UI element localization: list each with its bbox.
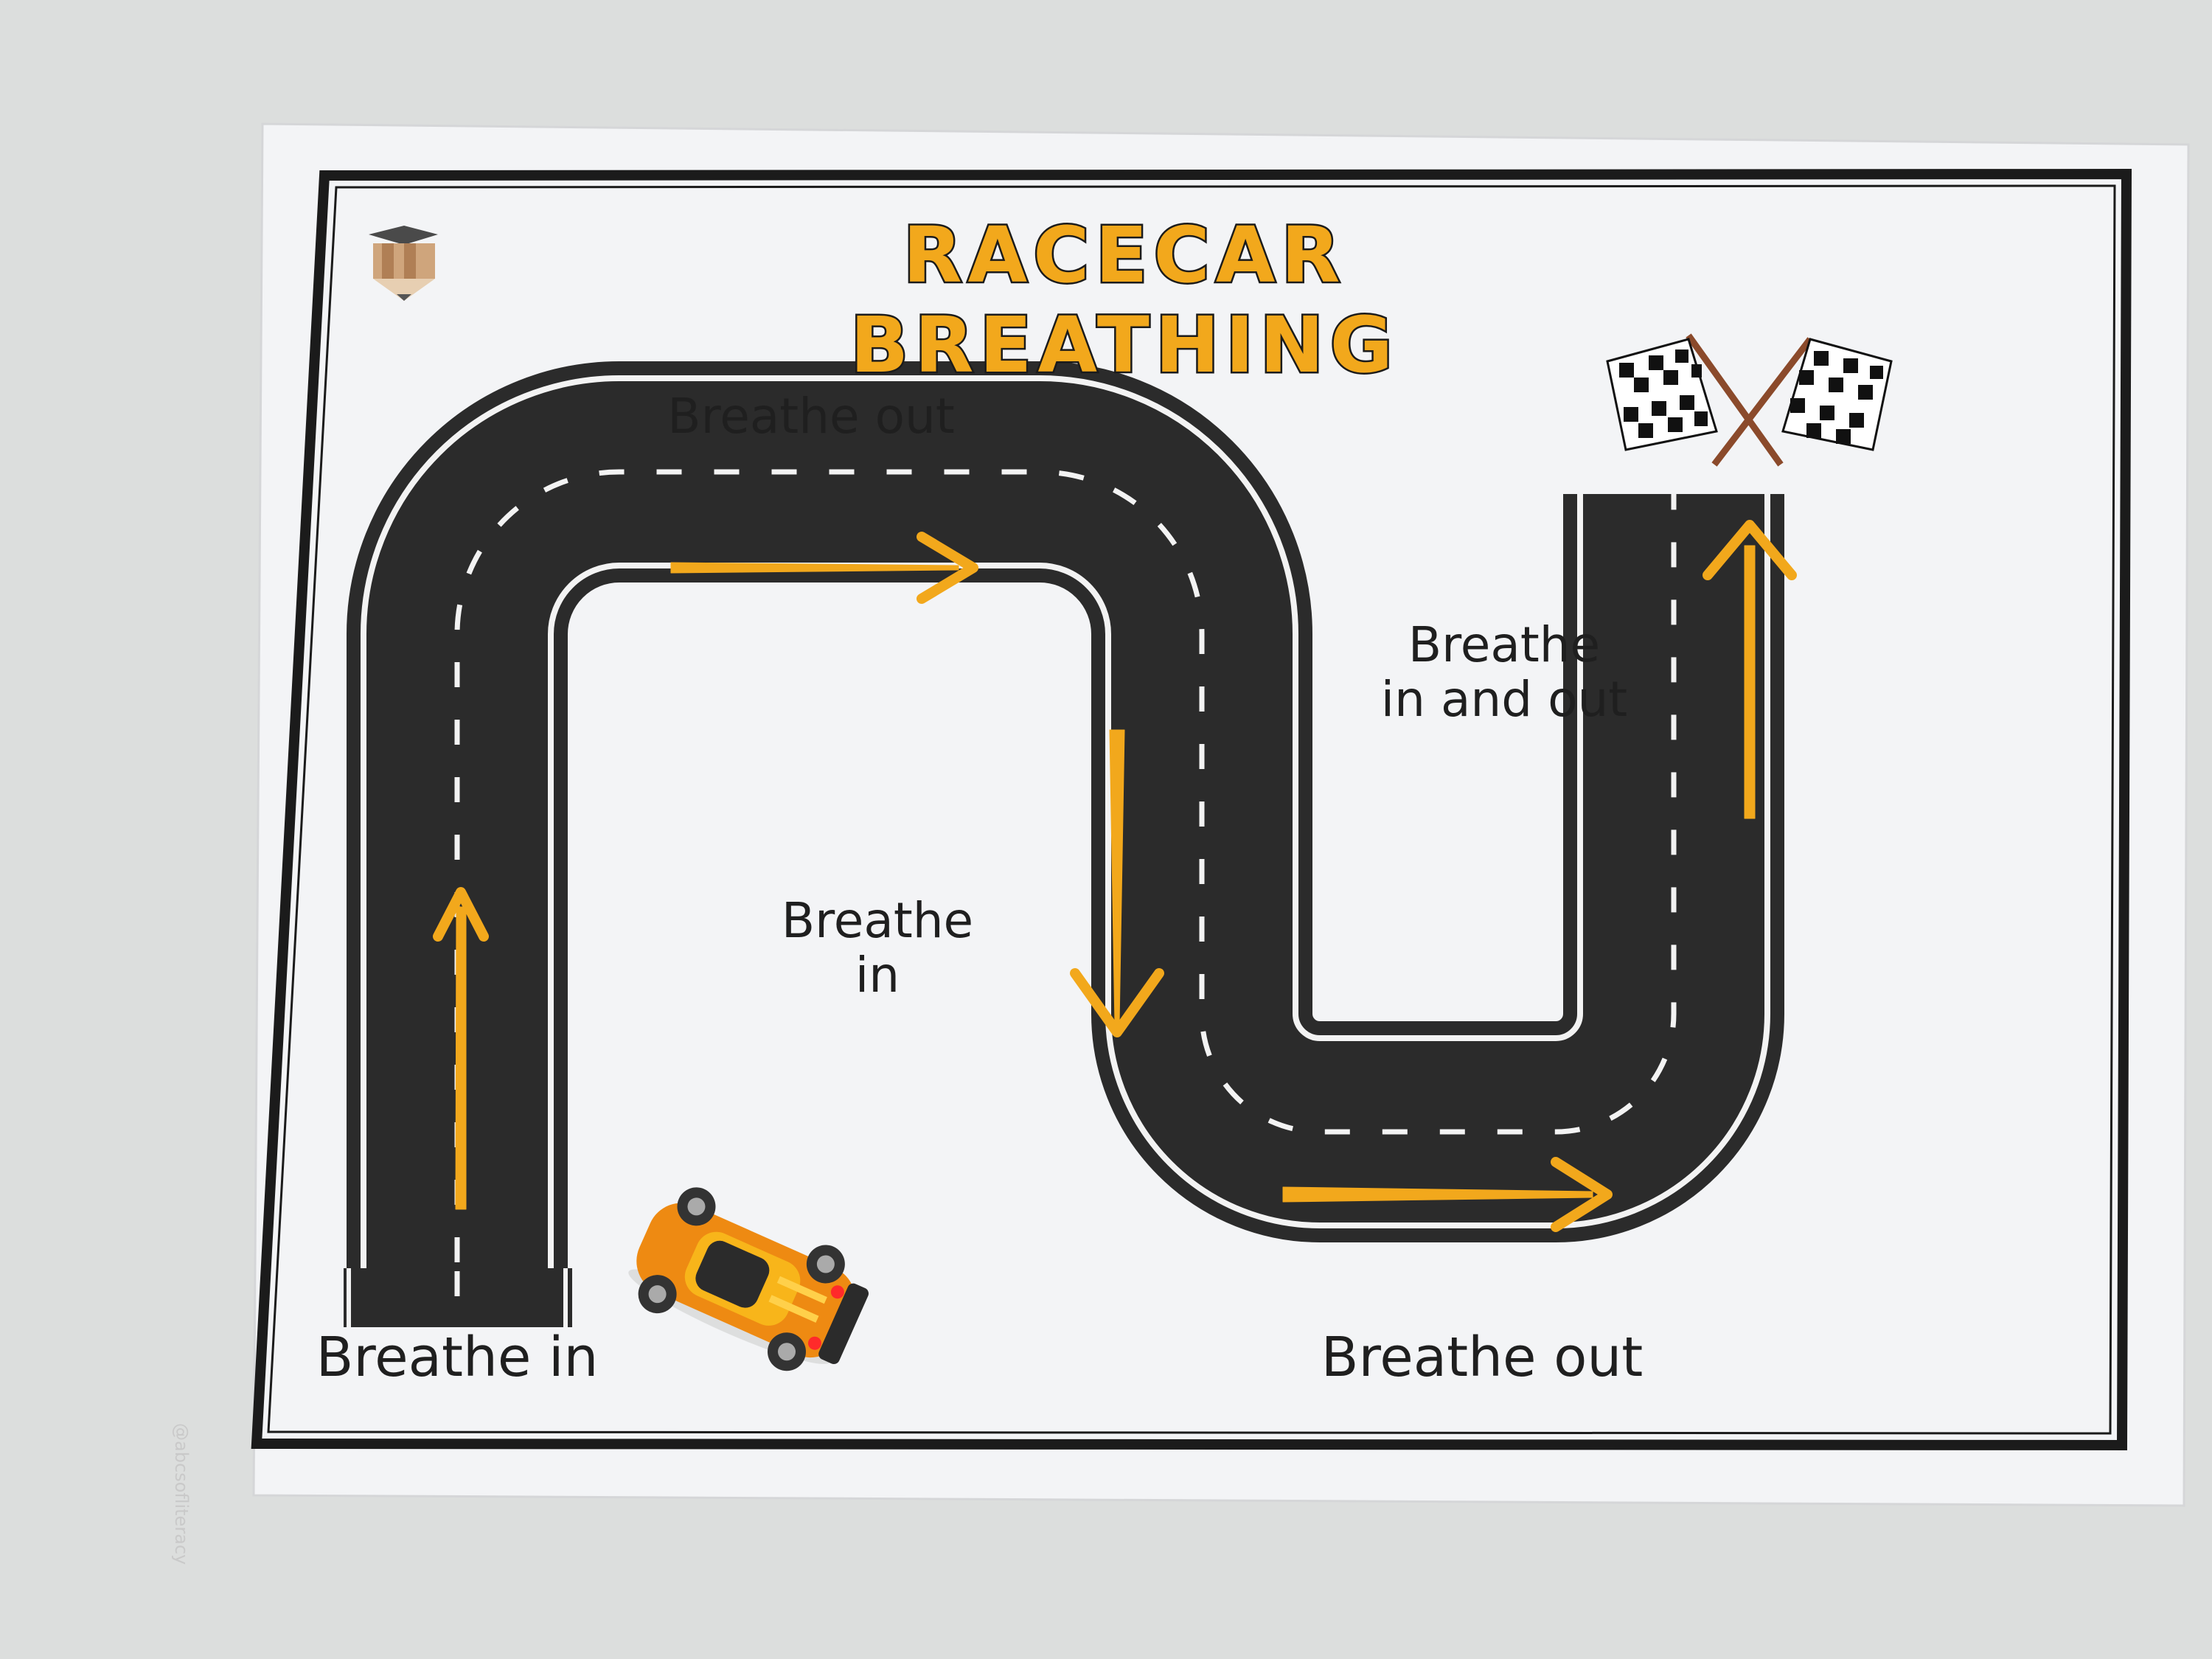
- label-breathe-in-middle: Breathe in: [781, 892, 974, 1004]
- race-track: [344, 361, 1784, 1327]
- label-breathe-out-top: Breathe out: [667, 388, 955, 445]
- graduation-cap-pencil-icon: [369, 226, 438, 301]
- arrow-icon: [433, 520, 1797, 1232]
- checkered-flags-icon: [1606, 333, 1893, 467]
- label-breathe-in-start: Breathe in: [316, 1326, 599, 1389]
- label-breathe-out-bottom: Breathe out: [1321, 1326, 1644, 1389]
- sports-car-icon: [628, 1187, 869, 1371]
- watermark-text: @abcsofliteracy: [171, 1423, 192, 1565]
- frame-inner-line: [267, 184, 2116, 1435]
- page-title: RACECAR BREATHING: [849, 209, 1399, 392]
- frame-border: [251, 168, 2132, 1451]
- label-breathe-in-and-out: Breathe in and out: [1380, 616, 1628, 728]
